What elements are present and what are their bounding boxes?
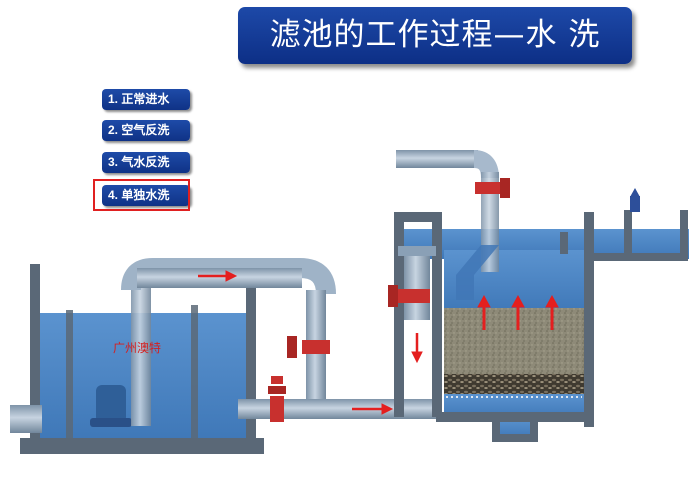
- filter-basin: [394, 188, 689, 442]
- left-tank-floor: [20, 438, 264, 454]
- bottom-inlet-pipe: [238, 399, 438, 419]
- pump: [96, 385, 126, 423]
- valve-bottom-inlet: [268, 376, 286, 422]
- outlet-gate: [630, 196, 640, 212]
- left-tank-partition: [66, 310, 73, 438]
- drain-pipe: [404, 250, 430, 320]
- arrow-down-drain: [412, 333, 422, 362]
- filter-sand-layer: [444, 308, 584, 374]
- watermark-text: 广州澳特: [113, 339, 161, 356]
- left-tank-partition: [191, 305, 198, 438]
- inlet-pipe: [10, 405, 42, 433]
- filter-gravel-layer: [444, 374, 584, 394]
